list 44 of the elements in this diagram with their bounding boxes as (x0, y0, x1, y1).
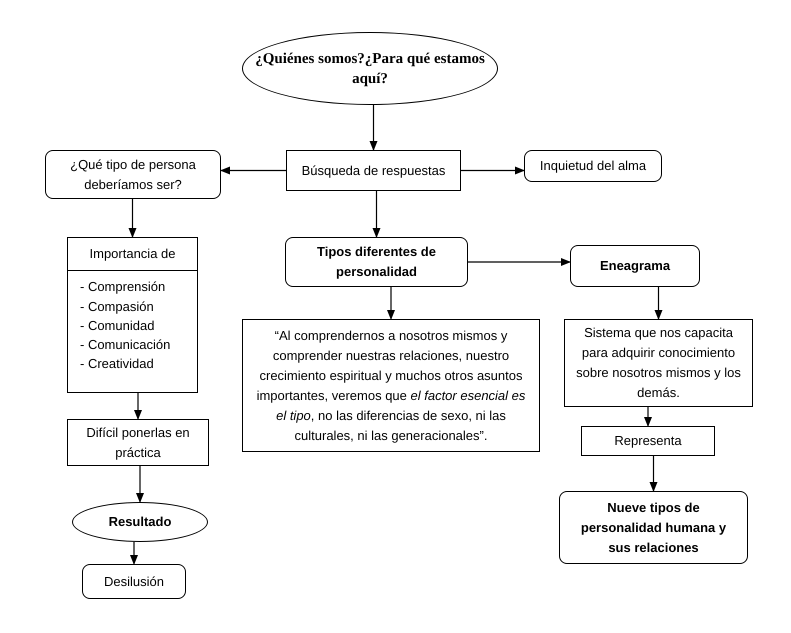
list-item: - Comunidad (80, 318, 156, 334)
arrow (134, 393, 142, 420)
arrow (644, 407, 652, 427)
node-text: Inquietud del alma (538, 157, 648, 175)
node-text: Resultado (108, 513, 172, 531)
process-box (570, 245, 700, 287)
arrow (136, 466, 144, 503)
node-text: Difícil ponerlas en práctica (85, 424, 191, 462)
process-box (559, 491, 748, 564)
arrow (650, 456, 658, 492)
arrow (654, 287, 662, 320)
process-box (285, 237, 468, 287)
list-box (67, 237, 198, 393)
list-item: - Creatividad (80, 356, 155, 372)
list-item: - Compasión (80, 298, 155, 315)
process-box (45, 150, 221, 199)
process-box (524, 150, 662, 182)
node-text: Representa (613, 432, 683, 450)
list-item: - Comprensión (80, 279, 166, 296)
node-text: Tipos diferentes de personalidad (316, 243, 437, 281)
arrow (128, 199, 136, 238)
arrow (372, 191, 380, 238)
description-box (564, 319, 753, 407)
node-text: ¿Qué tipo de persona deberíamos ser? (69, 156, 197, 194)
quote-box (242, 319, 540, 452)
node-text: ¿Quiénes somos?¿Para qué estamos aquí? (254, 50, 486, 88)
arrow (130, 542, 138, 565)
arrow (461, 166, 525, 174)
node-text: Nueve tipos de personalidad humana y sus relaciones (580, 498, 728, 556)
arrow (387, 287, 395, 320)
list-heading: Importancia de (68, 238, 197, 272)
list-item: - Comunicación (80, 337, 172, 354)
process-box (82, 564, 186, 599)
process-box (67, 419, 209, 466)
node-text: Desilusión (103, 572, 165, 590)
process-box (286, 150, 461, 191)
node-text: “Al comprendernos a nosotros mismos y comprender nuestras relaciones, nuestro crecimiento espiritual y muchos otros asuntos importantes, veremos que el factor esencial es el tipo, no las diferencias de sexo, ni las culturales, ni las generacionales”. (256, 326, 526, 445)
process-box (581, 426, 715, 456)
node-text: Eneagrama (598, 257, 672, 275)
arrow (220, 166, 286, 174)
arrow (468, 258, 571, 266)
node-text: Búsqueda de respuestas (300, 162, 446, 180)
arrow (370, 105, 378, 151)
node-text: Sistema que nos capacita para adquirir conocimiento sobre nosotros mismos y los demás. (575, 324, 742, 402)
